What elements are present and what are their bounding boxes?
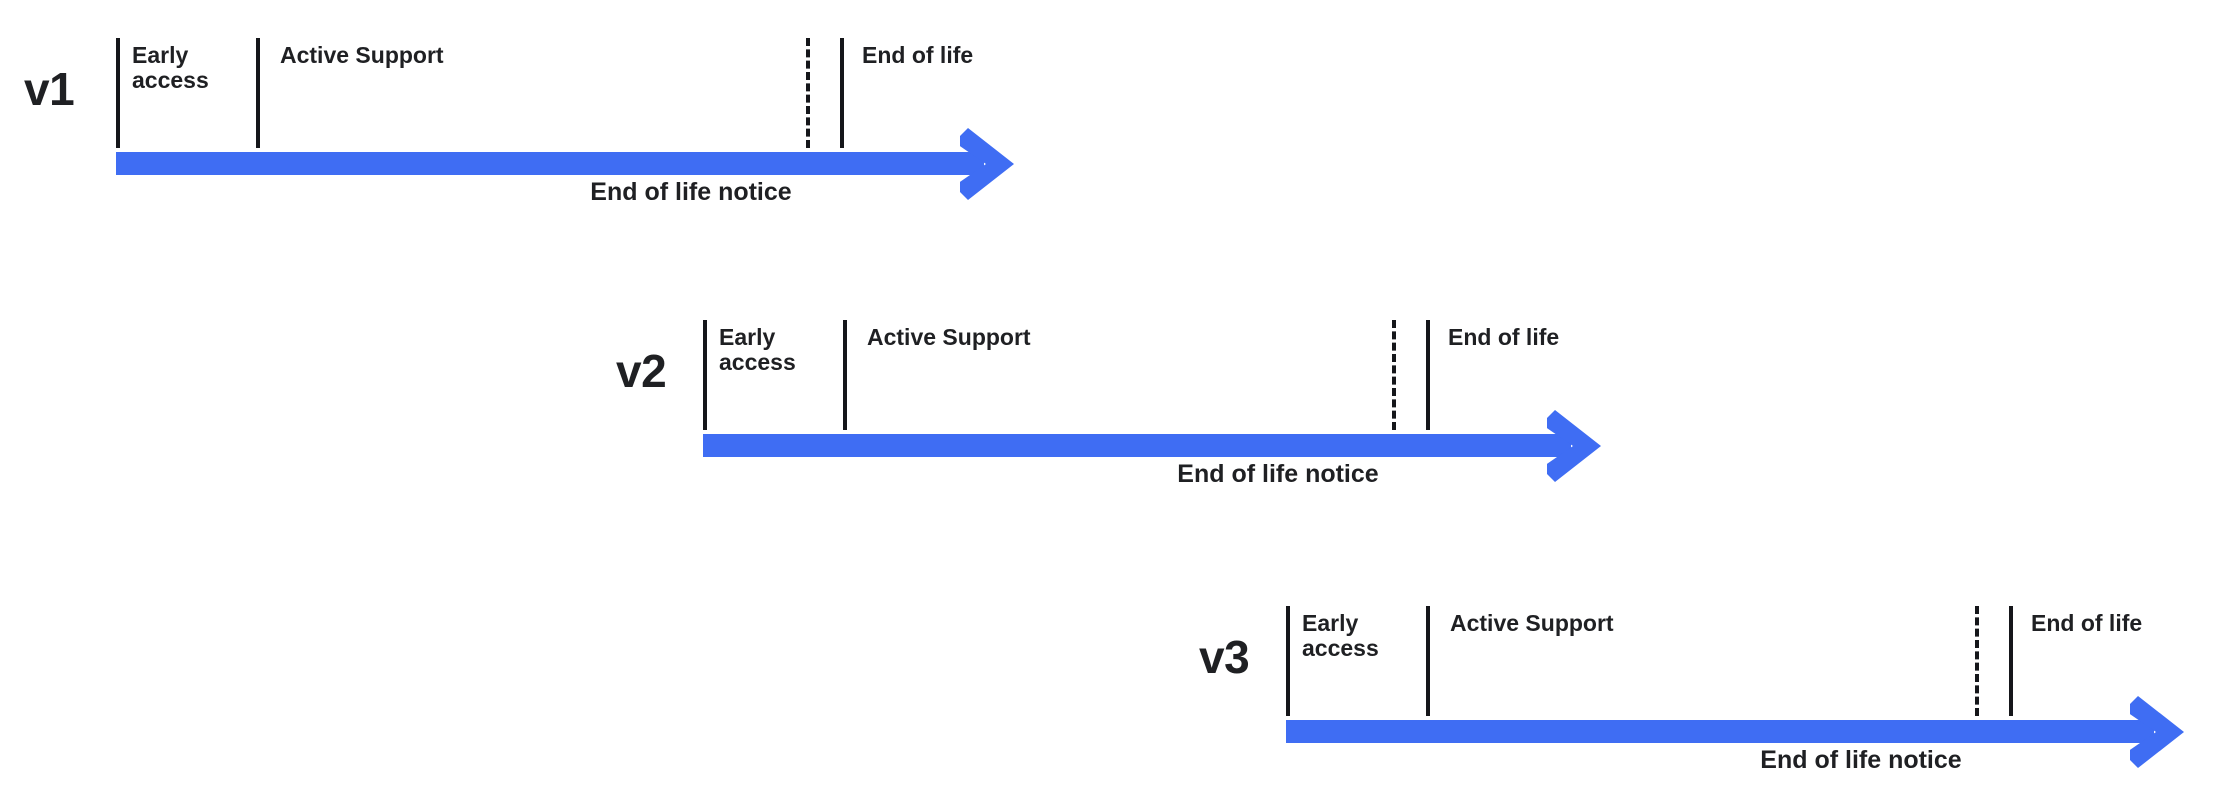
tick-end-of-life-start-v1 — [840, 38, 844, 148]
tick-end-of-life-start-v3 — [2009, 606, 2013, 716]
tick-active-support-start-v2 — [843, 320, 847, 430]
tick-end-of-life-start-v2 — [1426, 320, 1430, 430]
timeline-arrowhead-v1 — [960, 128, 1014, 200]
timeline-bar-v1 — [116, 152, 984, 175]
tick-end-of-life-notice-v2 — [1392, 320, 1396, 430]
version-label-v2: v2 — [616, 345, 667, 397]
tick-active-support-start-v3 — [1426, 606, 1430, 716]
tick-end-of-life-notice-v1 — [806, 38, 810, 148]
tick-end-of-life-notice-v3 — [1975, 606, 1979, 716]
version-track-v1: v1 Early access Active Support End of li… — [0, 0, 1100, 230]
phase-label-end-of-life-v3: End of life — [2031, 610, 2143, 636]
phase-label-active-support-v3: Active Support — [1450, 610, 1614, 636]
tick-active-support-start-v1 — [256, 38, 260, 148]
version-track-v3: v3 Early access Active Support End of li… — [0, 568, 2228, 798]
tick-early-access-start-v1 — [116, 38, 120, 148]
tick-early-access-start-v2 — [703, 320, 707, 430]
phase-label-active-support-v2: Active Support — [867, 324, 1031, 350]
phase-label-early-access-v3: Early access — [1302, 610, 1379, 661]
notice-label-v3: End of life notice — [1760, 746, 1962, 774]
phase-label-early-access-v2: Early access — [719, 324, 796, 375]
tick-early-access-start-v3 — [1286, 606, 1290, 716]
phase-label-end-of-life-v1: End of life — [862, 42, 974, 68]
timeline-bar-v3 — [1286, 720, 2154, 743]
timeline-arrowhead-v3 — [2130, 696, 2184, 768]
phase-label-active-support-v1: Active Support — [280, 42, 444, 68]
version-label-v1: v1 — [24, 63, 75, 115]
phase-label-early-access-v1: Early access — [132, 42, 209, 93]
timeline-bar-v2 — [703, 434, 1571, 457]
timeline-arrowhead-v2 — [1547, 410, 1601, 482]
phase-label-end-of-life-v2: End of life — [1448, 324, 1560, 350]
version-label-v3: v3 — [1199, 631, 1250, 683]
notice-label-v1: End of life notice — [590, 178, 792, 206]
version-track-v2: v2 Early access Active Support End of li… — [0, 282, 1700, 512]
notice-label-v2: End of life notice — [1177, 460, 1379, 488]
